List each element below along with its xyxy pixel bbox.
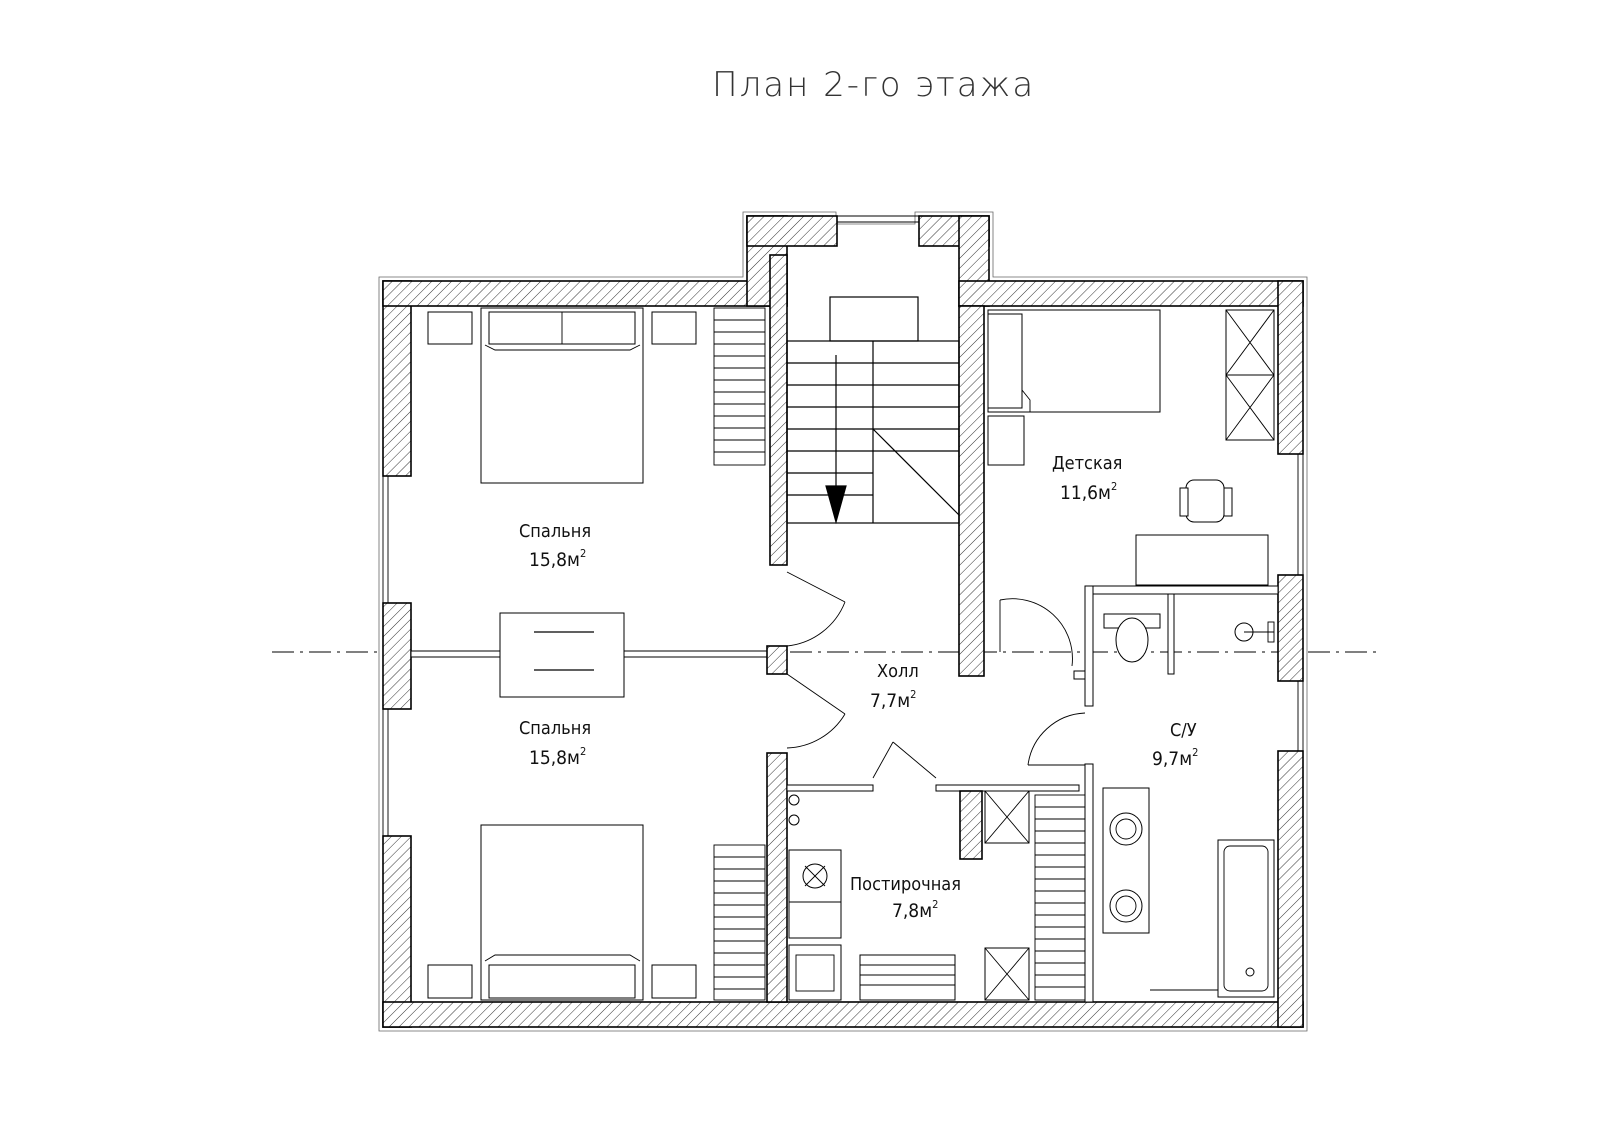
room-area: 7,8м2 — [892, 898, 938, 922]
room-area: 7,7м2 — [870, 688, 916, 712]
room-name: Холл — [877, 661, 919, 682]
room-label-kids: Детская 11,6м2 — [1052, 453, 1122, 504]
laundry-fixtures — [788, 790, 1086, 1001]
room-area: 15,8м2 — [529, 745, 586, 769]
room-name: Спальня — [519, 521, 591, 542]
doors — [786, 571, 1086, 779]
kids-room-furniture — [987, 309, 1275, 586]
bedroom-2-furniture — [427, 824, 766, 1001]
room-label-laundry: Постирочная 7,8м2 — [850, 874, 961, 922]
room-name: С/У — [1170, 720, 1197, 741]
room-label-hall: Холл 7,7м2 — [870, 661, 919, 712]
windows — [382, 215, 1304, 836]
wc-fixtures — [1103, 613, 1275, 663]
exterior-walls — [382, 215, 1304, 1028]
room-name: Спальня — [519, 718, 591, 739]
bedroom-1-furniture — [427, 307, 766, 698]
room-label-bedroom-2: Спальня 15,8м2 — [519, 718, 591, 769]
plan-title: План 2-го этажа — [712, 65, 1035, 105]
room-label-bedroom-1: Спальня 15,8м2 — [519, 521, 591, 571]
room-area: 11,6м2 — [1060, 480, 1117, 504]
room-area: 9,7м2 — [1152, 746, 1198, 770]
interior-walls — [410, 254, 1279, 1003]
room-name: Постирочная — [850, 874, 961, 895]
outer-outline — [378, 211, 1308, 1032]
bath-fixtures — [1102, 787, 1275, 998]
staircase — [786, 296, 960, 525]
room-name: Детская — [1052, 453, 1122, 474]
room-area: 15,8м2 — [529, 547, 586, 571]
room-label-bathroom: С/У 9,7м2 — [1152, 720, 1198, 770]
